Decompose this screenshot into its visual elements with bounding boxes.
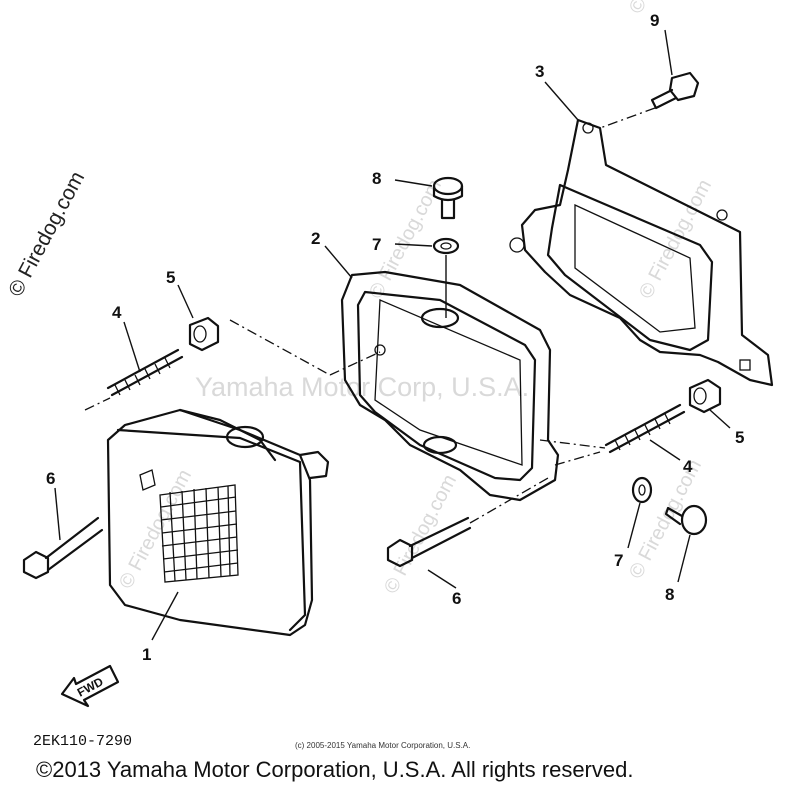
nut-part-5-left <box>188 316 220 352</box>
callout-9: 9 <box>650 11 659 30</box>
callout-6-right: 6 <box>452 589 461 608</box>
side-copyright: © Firedog.com <box>4 168 89 301</box>
callout-8-right: 8 <box>665 585 674 604</box>
screw-part-8-right <box>664 504 708 536</box>
watermark-site-2: © Firedog.com <box>635 176 716 302</box>
callout-5-left: 5 <box>166 268 175 287</box>
callout-7-top: 7 <box>372 235 381 254</box>
bolt-part-6-left <box>22 516 104 580</box>
screw-part-8-top <box>432 176 464 220</box>
callout-6-left: 6 <box>46 469 55 488</box>
spring-part-4-right <box>604 403 686 454</box>
small-copyright: (c) 2005-2015 Yamaha Motor Corporation, … <box>295 741 470 750</box>
fwd-arrow: FWD <box>60 664 120 708</box>
bolt-part-6-right <box>386 477 549 568</box>
bolt-part-9 <box>599 71 700 129</box>
watermark-site-3: © Firedog.com <box>380 471 461 597</box>
watermark-site-6: © Firedog.com <box>625 0 706 17</box>
spring-part-4-left <box>106 348 184 397</box>
watermark-group: Yamaha Motor Corp, U.S.A. © Firedog.com … <box>115 0 716 597</box>
callout-4-left: 4 <box>112 303 122 322</box>
assembly-lines <box>84 319 606 466</box>
callout-4-right: 4 <box>683 457 693 476</box>
nut-part-5-right <box>688 378 722 414</box>
callout-7-right: 7 <box>614 551 623 570</box>
housing-part-2 <box>340 270 560 502</box>
main-copyright: ©2013 Yamaha Motor Corporation, U.S.A. A… <box>36 757 633 782</box>
callout-3: 3 <box>535 62 544 81</box>
callout-labels: 1 2 3 4 4 5 5 6 6 7 7 8 8 9 <box>46 11 744 664</box>
callout-8-top: 8 <box>372 169 381 188</box>
diagram-code: 2EK110-7290 <box>33 733 132 750</box>
lens-grid <box>159 484 239 583</box>
leader-lines <box>54 29 731 641</box>
washer-part-7-top <box>432 237 460 318</box>
watermark-site-4: © Firedog.com <box>625 456 706 582</box>
callout-5-right: 5 <box>735 428 744 447</box>
callout-1: 1 <box>142 645 151 664</box>
headlight-part-1 <box>106 408 330 637</box>
bracket-part-3 <box>509 118 774 387</box>
washer-part-7-right <box>631 476 653 504</box>
callout-2: 2 <box>311 229 320 248</box>
